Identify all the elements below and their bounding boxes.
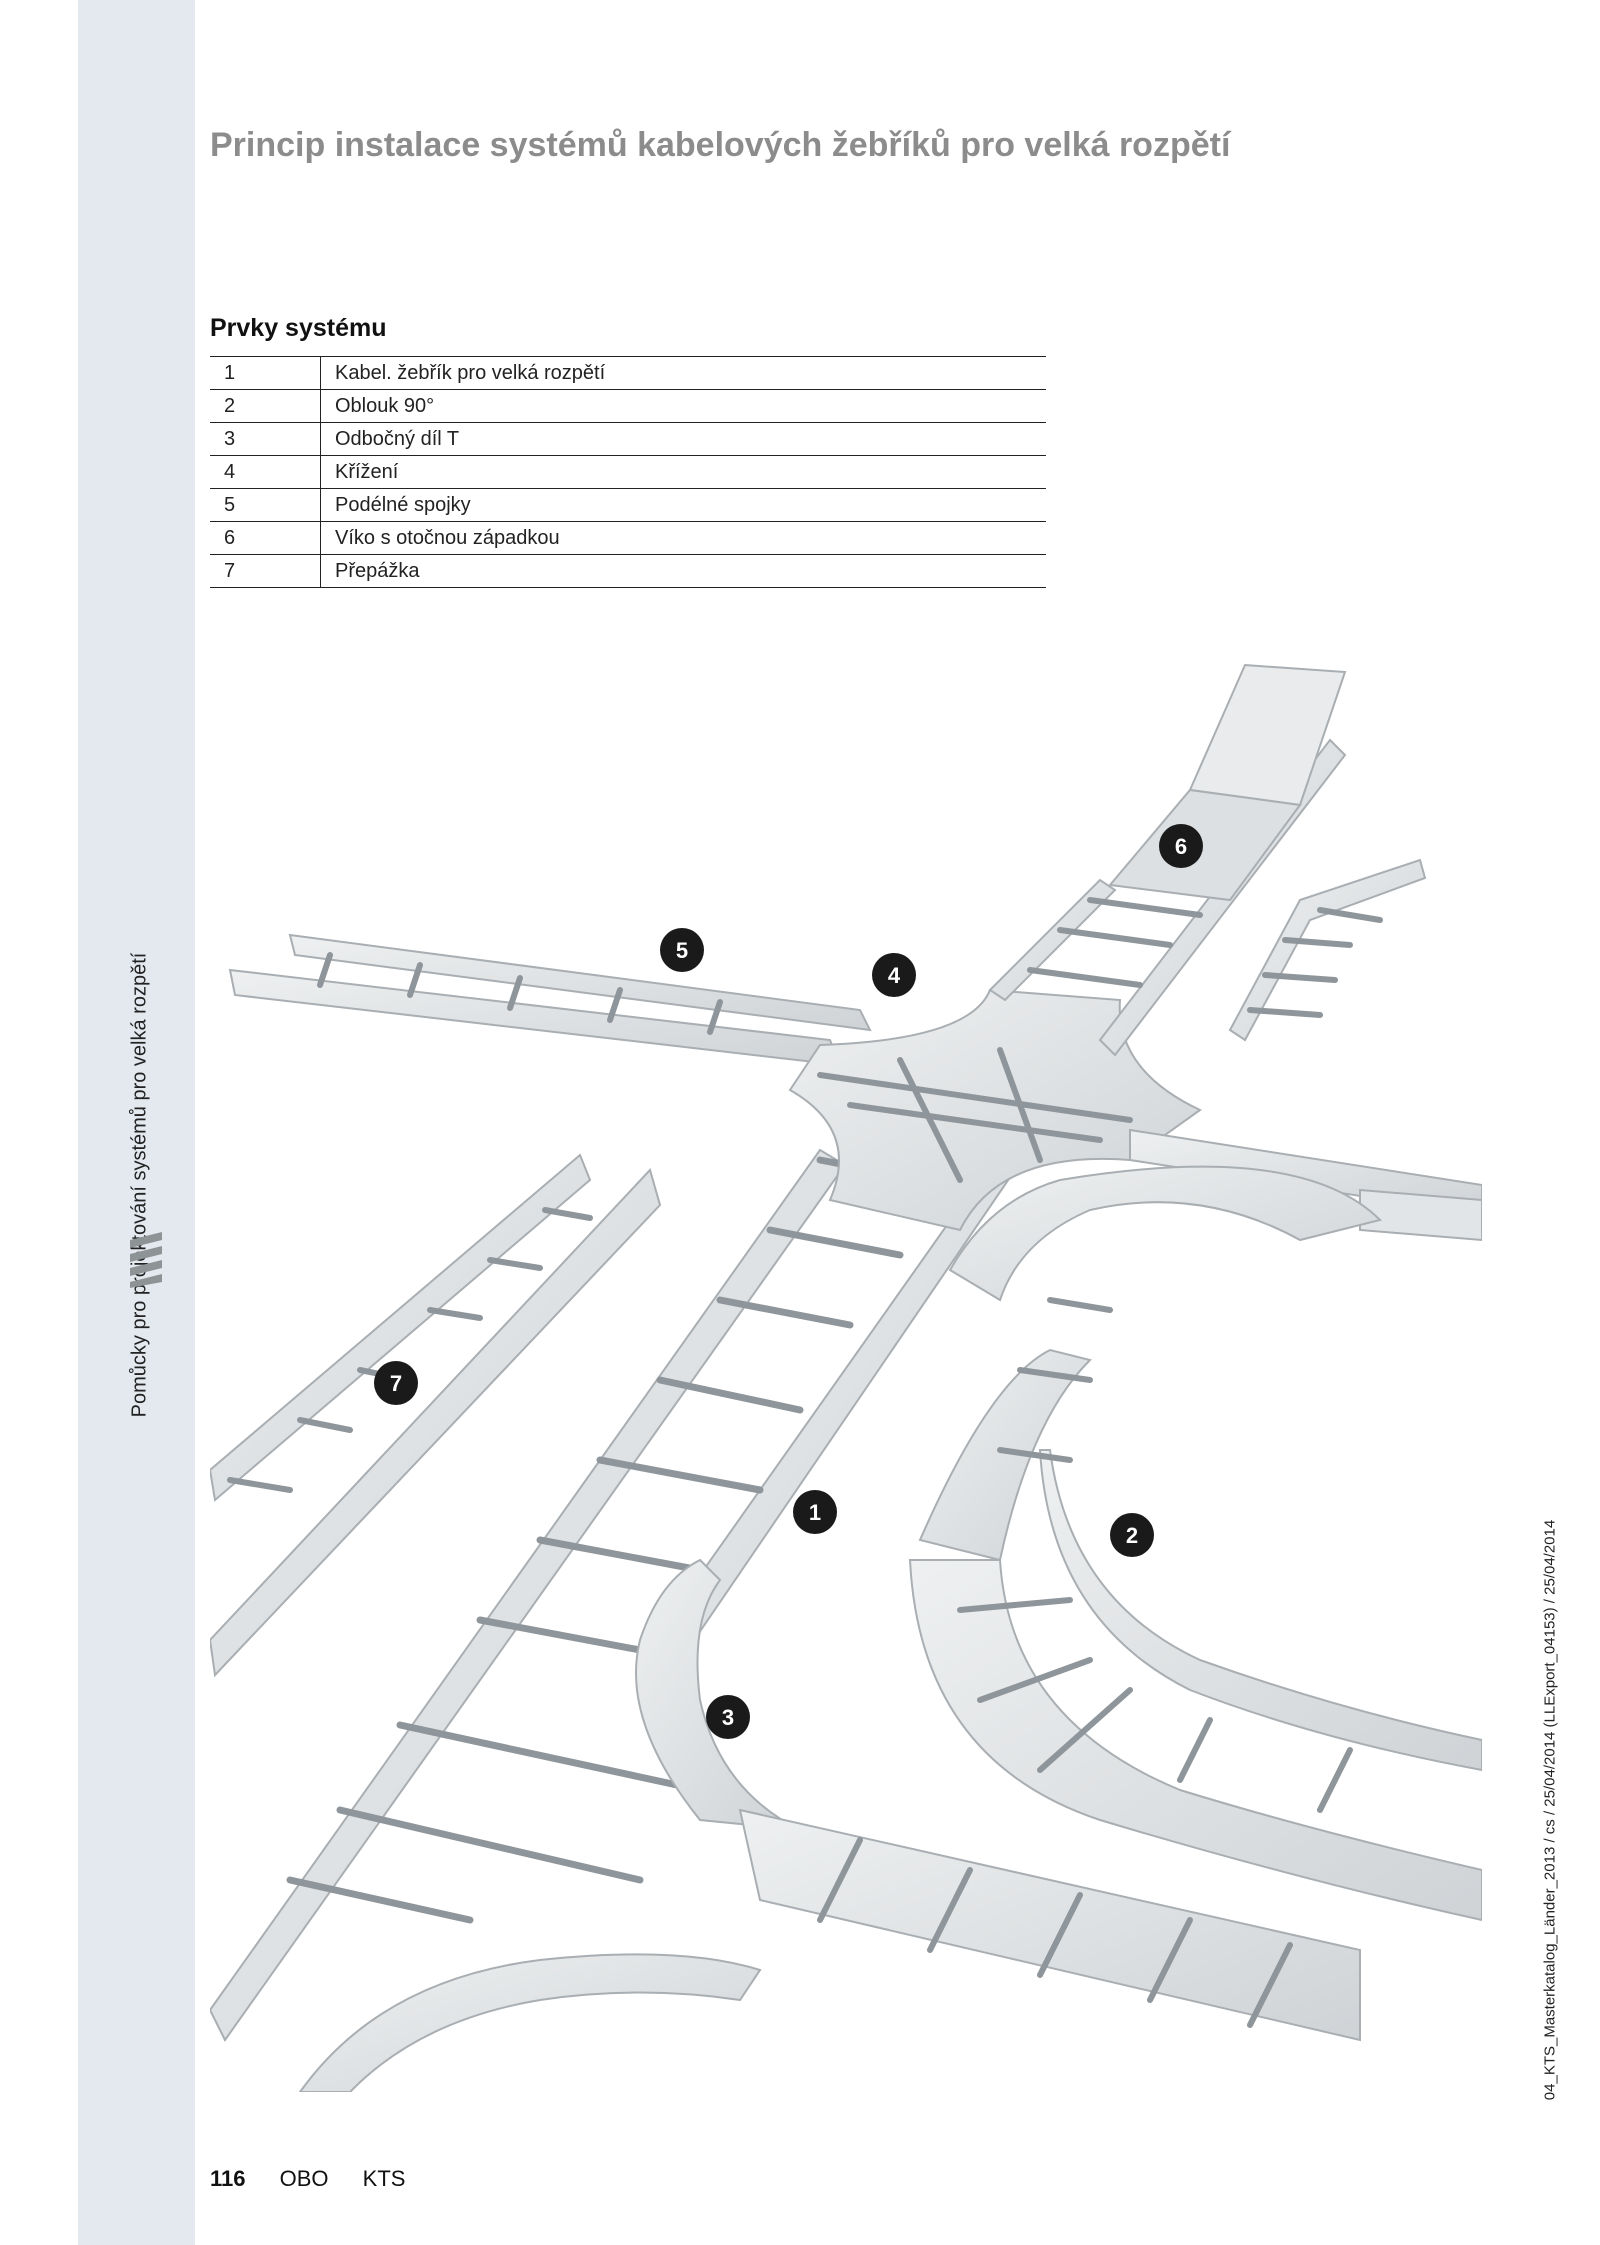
t-piece <box>635 1558 1361 2042</box>
bend-ladder-right <box>1228 858 1427 1042</box>
item-name: Přepážka <box>320 554 1046 588</box>
side-section-label: Pomůcky pro projektování systémů pro vel… <box>128 952 151 1418</box>
coupled-ladder-left <box>228 933 872 1067</box>
cable-ladder-illustration: 1 2 3 4 5 6 7 <box>210 663 1482 2092</box>
item-number: 4 <box>210 455 321 489</box>
table-row: 5 Podélné spojky <box>210 488 1046 522</box>
print-metadata: 04_KTS_Masterkatalog_Länder_2013 / cs / … <box>1541 1519 1559 2101</box>
item-name: Křížení <box>320 455 1046 489</box>
table-row: 4 Křížení <box>210 455 1046 489</box>
footer-section: KTS <box>362 2166 406 2191</box>
callout-2: 2 <box>1110 1513 1154 1557</box>
svg-text:5: 5 <box>676 938 688 963</box>
cover-with-swivel-clip <box>1108 663 1347 902</box>
table-row: 7 Přepážka <box>210 554 1046 588</box>
item-name: Víko s otočnou západkou <box>320 521 1046 555</box>
svg-text:1: 1 <box>809 1500 821 1525</box>
system-elements-heading: Prvky systému <box>210 314 387 342</box>
partition-ladder <box>210 1153 662 1678</box>
footer-brand: OBO <box>279 2166 329 2191</box>
callout-1: 1 <box>793 1490 837 1534</box>
item-number: 5 <box>210 488 321 522</box>
item-number: 2 <box>210 389 321 423</box>
bend-90-degrees <box>908 1165 1482 1922</box>
callout-3: 3 <box>706 1695 750 1739</box>
item-number: 6 <box>210 521 321 555</box>
callout-5: 5 <box>660 928 704 972</box>
item-number: 1 <box>210 356 321 390</box>
page-title: Princip instalace systémů kabelových žeb… <box>210 126 1231 164</box>
table-row: 3 Odbočný díl T <box>210 422 1046 456</box>
callout-7: 7 <box>374 1361 418 1405</box>
table-row: 1 Kabel. žebřík pro velká rozpětí <box>210 356 1046 390</box>
svg-text:6: 6 <box>1175 834 1187 859</box>
page-footer: 116 OBO KTS <box>210 2166 405 2192</box>
item-number: 3 <box>210 422 321 456</box>
crossing-piece <box>788 988 1202 1232</box>
svg-text:7: 7 <box>390 1371 402 1396</box>
item-name: Oblouk 90° <box>320 389 1046 423</box>
lower-bend <box>298 1953 762 2092</box>
system-elements-table: 1 Kabel. žebřík pro velká rozpětí 2 Oblo… <box>210 356 1046 588</box>
page-number: 116 <box>210 2166 246 2191</box>
callout-4: 4 <box>872 953 916 997</box>
svg-text:2: 2 <box>1126 1523 1138 1548</box>
coupled-ladder-right <box>1129 1128 1482 1242</box>
item-name: Odbočný díl T <box>320 422 1046 456</box>
item-name: Podélné spojky <box>320 488 1046 522</box>
table-row: 2 Oblouk 90° <box>210 389 1046 423</box>
callout-6: 6 <box>1159 824 1203 868</box>
svg-text:4: 4 <box>888 963 901 988</box>
item-number: 7 <box>210 554 321 588</box>
side-band <box>78 0 195 2245</box>
table-row: 6 Víko s otočnou západkou <box>210 521 1046 555</box>
item-name: Kabel. žebřík pro velká rozpětí <box>320 356 1046 390</box>
obo-logo-icon <box>130 1232 162 1288</box>
main-cable-ladder <box>210 1148 1017 2042</box>
svg-text:3: 3 <box>722 1705 734 1730</box>
